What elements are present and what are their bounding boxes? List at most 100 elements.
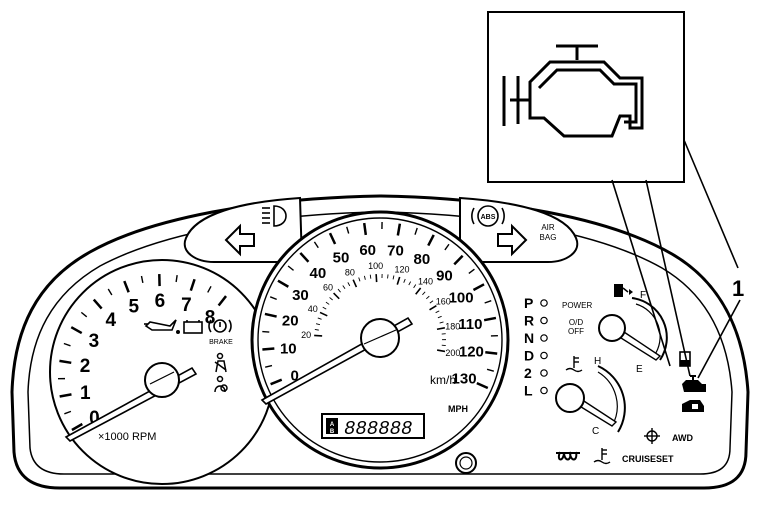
mph-tick xyxy=(483,316,497,322)
mph-number: 50 xyxy=(333,250,350,267)
tach-tick xyxy=(63,342,71,347)
kmh-tick xyxy=(314,334,323,337)
mph-number: 60 xyxy=(359,242,376,259)
kmh-number: 160 xyxy=(436,297,451,307)
oil-pressure-icon xyxy=(144,319,181,334)
check-engine-icon xyxy=(502,44,644,138)
kmh-tick xyxy=(415,287,422,295)
svg-text:B: B xyxy=(330,429,335,435)
tach-tick xyxy=(189,278,196,292)
gear-letter: 2 xyxy=(524,365,532,381)
tach-tick xyxy=(92,298,103,310)
door-ajar-icon xyxy=(682,400,704,412)
kmh-tick xyxy=(396,276,401,285)
mph-number: 10 xyxy=(280,340,297,357)
gear-letter: D xyxy=(524,348,534,364)
tach-tick xyxy=(70,326,83,335)
mph-tick xyxy=(476,381,489,390)
gear-letter: N xyxy=(524,330,534,346)
abs-icon: ABS xyxy=(471,205,505,227)
mph-tick xyxy=(414,227,418,235)
battery-icon xyxy=(183,320,203,334)
fuel-pump-icon xyxy=(614,284,633,297)
kmh-tick xyxy=(429,300,434,304)
kmh-tick xyxy=(358,277,361,282)
temp-gauge-arc xyxy=(597,365,626,433)
right-turn-arrow-icon xyxy=(497,223,528,257)
mph-tick xyxy=(265,364,273,368)
callout-leader-mid xyxy=(645,179,691,377)
gear-indicator-lamp xyxy=(540,351,548,360)
mph-number: 110 xyxy=(458,316,482,333)
mph-tick xyxy=(362,222,368,236)
kmh-tick xyxy=(342,285,346,290)
kmh-tick xyxy=(413,284,417,289)
mph-number: 80 xyxy=(414,251,431,268)
kmh-number: 200 xyxy=(445,348,460,358)
kmh-tick xyxy=(369,274,372,279)
tach-tick xyxy=(175,275,178,283)
tach-tick xyxy=(217,295,228,307)
kmh-number: 20 xyxy=(301,330,311,340)
tach-tick xyxy=(123,280,130,293)
kmh-tick xyxy=(347,282,351,287)
check-engine-small-icon xyxy=(682,375,706,392)
tach-number: 6 xyxy=(155,291,166,312)
kmh-number: 100 xyxy=(368,261,383,271)
mph-tick xyxy=(485,350,498,355)
cruise-label: CRUISE xyxy=(622,454,656,464)
mph-number: 0 xyxy=(291,367,299,384)
callout-leader-left xyxy=(611,179,671,367)
kmh-number: 40 xyxy=(308,304,318,314)
kmh-tick-marks xyxy=(314,274,447,353)
mph-tick xyxy=(328,232,337,245)
kmh-tick xyxy=(322,306,327,310)
odometer-value: 888888 xyxy=(344,418,412,440)
kmh-tick xyxy=(437,315,442,319)
mph-unit-label: MPH xyxy=(448,404,468,414)
power-mode-label: POWER xyxy=(562,301,592,310)
temp-hub xyxy=(555,383,585,413)
mph-tick xyxy=(313,241,319,249)
left-indicator-pod xyxy=(183,196,304,263)
kmh-tick xyxy=(429,304,437,311)
left-turn-arrow-icon xyxy=(224,223,255,257)
tach-tick xyxy=(71,422,83,432)
callout-number: 1 xyxy=(732,276,744,301)
mph-tick-marks xyxy=(262,222,498,390)
kmh-tick xyxy=(436,349,446,353)
mph-number: 40 xyxy=(310,265,327,282)
odometer-display xyxy=(321,413,425,439)
tach-hub xyxy=(144,362,180,398)
kmh-tick xyxy=(403,278,406,283)
kmh-tick xyxy=(435,310,440,314)
tach-number: 1 xyxy=(80,383,91,404)
mph-tick xyxy=(472,283,485,292)
svg-text:A: A xyxy=(330,422,335,428)
tach-number: 7 xyxy=(181,295,192,316)
kmh-tick xyxy=(319,311,328,317)
kmh-tick xyxy=(426,295,430,300)
fuel-hub xyxy=(598,314,626,342)
tach-tick-marks xyxy=(57,274,228,432)
awd-label: AWD xyxy=(672,433,693,443)
mph-tick xyxy=(484,300,492,304)
airbag-indicator-icon xyxy=(214,375,228,393)
mph-tick xyxy=(396,223,402,236)
brake-label: BRAKE xyxy=(209,339,233,346)
kmh-tick xyxy=(422,291,426,296)
airbag-label-line1: AIR xyxy=(541,223,555,232)
od-off-label-line2: OFF xyxy=(568,327,584,336)
tach-tick xyxy=(64,410,72,415)
kmh-tick xyxy=(363,275,366,280)
tach-unit-label: ×1000 RPM xyxy=(98,431,156,443)
kmh-tick xyxy=(315,323,321,326)
mph-tick xyxy=(427,234,435,247)
mph-number: 120 xyxy=(459,344,484,361)
